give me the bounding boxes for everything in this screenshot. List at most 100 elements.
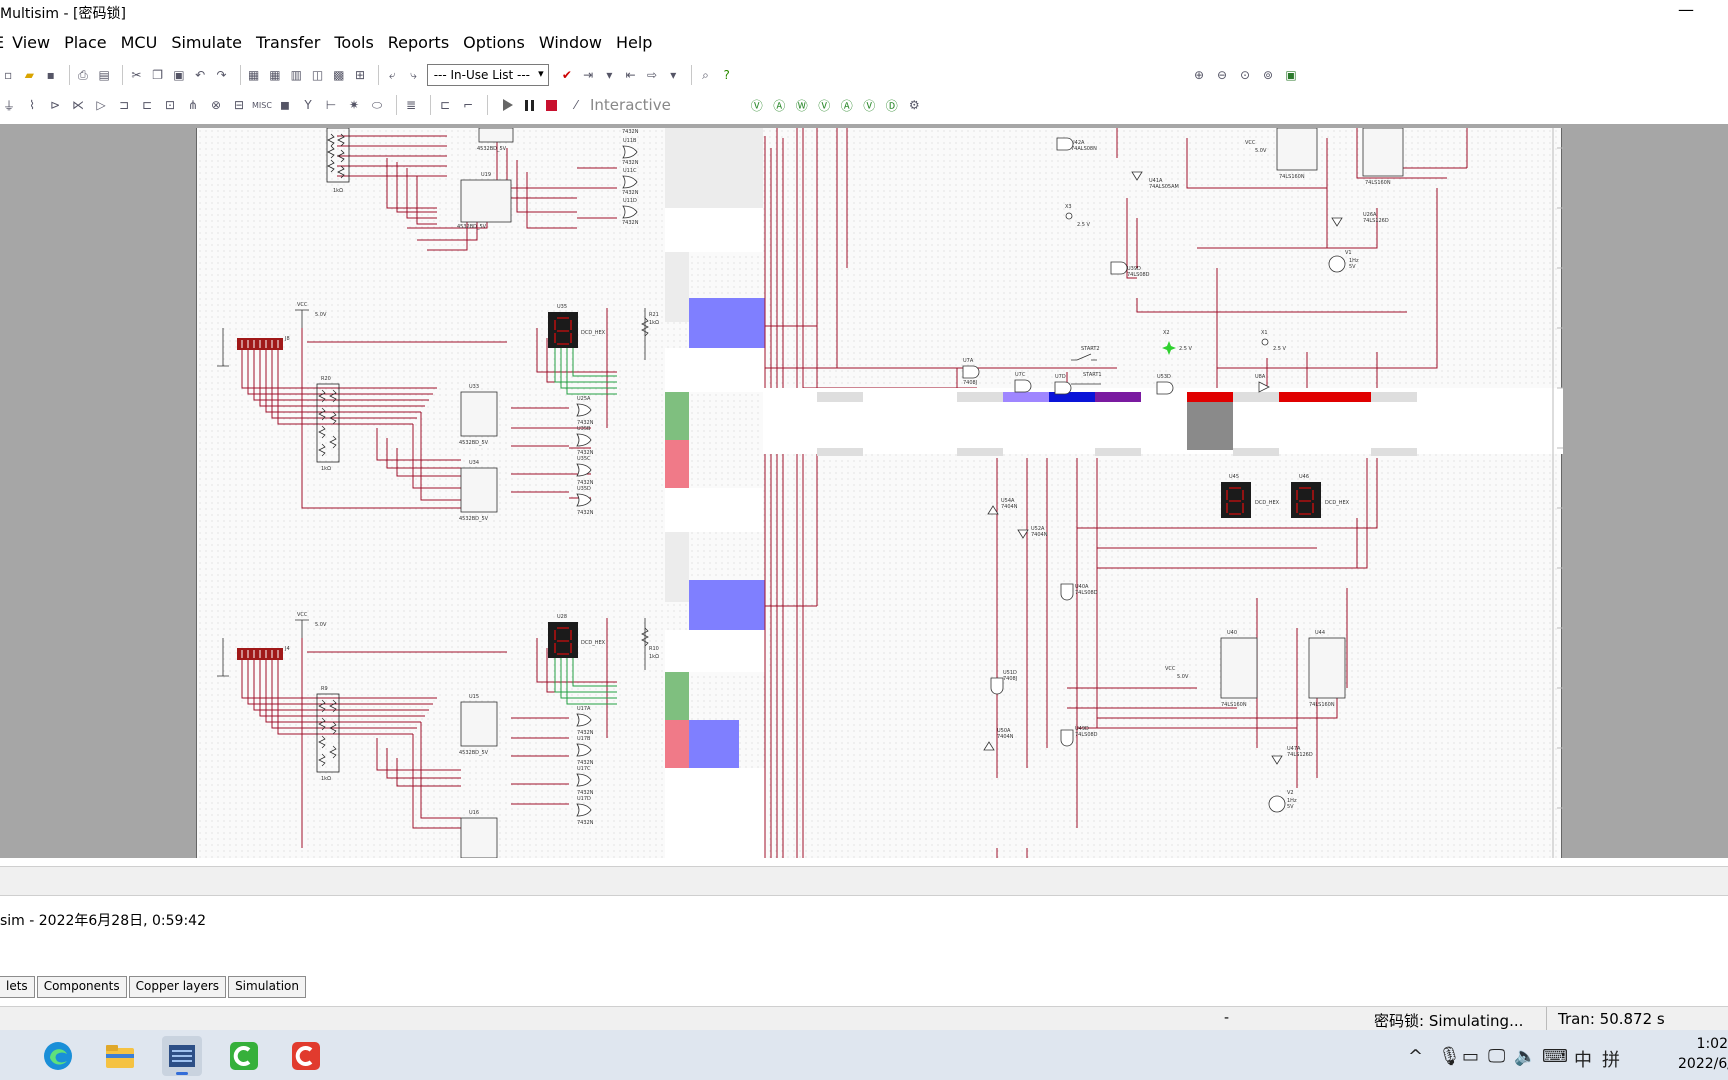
- differential-probe-icon[interactable]: Ⓥ: [818, 98, 831, 113]
- interactive-mode-label[interactable]: Interactive: [590, 96, 671, 114]
- system-clock[interactable]: 1:02 2022/6/: [1678, 1034, 1728, 1074]
- digital-probe-icon[interactable]: Ⓓ: [885, 98, 898, 113]
- ni-components-icon[interactable]: ✷: [348, 98, 360, 112]
- misc-icon[interactable]: MISC: [252, 100, 272, 110]
- green-wires-2: [554, 658, 617, 705]
- zoom-sheet-icon[interactable]: ⊚: [1262, 68, 1274, 82]
- erc-icon[interactable]: ✔: [561, 68, 572, 82]
- misc-digital-icon[interactable]: ⊡: [164, 98, 176, 112]
- menu-options[interactable]: Options: [463, 32, 525, 52]
- ime-language[interactable]: 中: [1574, 1050, 1592, 1071]
- full-screen-icon[interactable]: ▣: [1285, 68, 1297, 82]
- current-probe-icon[interactable]: Ⓐ: [840, 98, 853, 113]
- menu-mcu[interactable]: MCU: [120, 32, 158, 52]
- mcu-icon[interactable]: ⬭: [371, 97, 383, 112]
- menu-tools[interactable]: Tools: [334, 32, 374, 52]
- menu-reports[interactable]: Reports: [387, 32, 450, 52]
- postprocessor-icon[interactable]: ▩: [333, 68, 345, 82]
- tab-copper-layers[interactable]: Copper layers: [128, 976, 227, 998]
- stop-simulation-button[interactable]: [546, 99, 557, 111]
- cut-icon[interactable]: ✂: [131, 68, 142, 82]
- multisim-icon[interactable]: [162, 1036, 202, 1076]
- minimize-button[interactable]: —: [1678, 0, 1694, 19]
- menu-view[interactable]: View: [12, 32, 51, 52]
- open-icon[interactable]: ▰: [24, 68, 35, 82]
- back-annotate-icon[interactable]: ⤶: [388, 67, 396, 82]
- print-preview-icon[interactable]: ▤: [98, 68, 110, 82]
- analog-icon[interactable]: ▷: [96, 98, 106, 112]
- forward-ultiboard-icon[interactable]: ⇨: [646, 68, 657, 82]
- transistor-icon[interactable]: ⋉: [72, 98, 84, 112]
- paste-icon[interactable]: ▣: [173, 68, 185, 82]
- keyboard-icon[interactable]: ⌨: [1542, 1046, 1568, 1067]
- camtasia-red-icon[interactable]: [286, 1036, 326, 1076]
- tab-simulation[interactable]: Simulation: [228, 976, 306, 998]
- zoom-in-icon[interactable]: ⊕: [1193, 68, 1205, 82]
- camtasia-green-icon[interactable]: [224, 1036, 264, 1076]
- reference-probe-icon[interactable]: Ⓥ: [863, 98, 876, 113]
- gate-u40a: [1060, 583, 1074, 601]
- bus-icon[interactable]: ⊏: [439, 98, 451, 112]
- battery-icon[interactable]: ▭: [1462, 1046, 1480, 1067]
- component-wizard-icon[interactable]: ⊞: [355, 68, 366, 82]
- menu-window[interactable]: Window: [538, 32, 602, 52]
- diode-icon[interactable]: ⊳: [49, 98, 61, 112]
- basic-icon[interactable]: ⌇: [29, 98, 35, 112]
- schematic-sheet[interactable]: 1kΩ 4532BD_5V U19 4532BD_5V 7432N U11B 7…: [196, 128, 1563, 858]
- power-probe-icon[interactable]: Ⓦ: [795, 98, 808, 113]
- cmos-icon[interactable]: ⊏: [141, 98, 153, 112]
- volume-icon[interactable]: 🔈: [1514, 1046, 1537, 1067]
- mixed-icon[interactable]: ⋔: [187, 98, 199, 112]
- save-icon[interactable]: ▪: [46, 68, 55, 82]
- in-use-list-dropdown[interactable]: --- In-Use List --- ▾: [426, 64, 549, 86]
- run-simulation-button[interactable]: [503, 99, 513, 111]
- power-icon[interactable]: ⊟: [233, 98, 245, 112]
- ime-mode[interactable]: 拼: [1602, 1050, 1620, 1071]
- menu-edit[interactable]: E: [0, 33, 4, 52]
- advanced-peripherals-icon[interactable]: ◼: [280, 98, 290, 112]
- menu-simulate[interactable]: Simulate: [171, 32, 243, 52]
- dropdown-arrow-icon[interactable]: ▾: [606, 68, 613, 82]
- tab-components[interactable]: Components: [36, 976, 127, 998]
- database-manager-icon[interactable]: ▥: [290, 68, 302, 82]
- electromechanical-icon[interactable]: ⊢: [325, 98, 337, 112]
- ic-counter-top-2: [1362, 128, 1404, 177]
- grapher-icon[interactable]: ◫: [311, 68, 324, 82]
- copy-icon[interactable]: ❐: [152, 68, 164, 82]
- probe-settings-icon[interactable]: ⚙: [908, 98, 920, 112]
- spreadsheet-icon[interactable]: ▦: [269, 68, 281, 82]
- edge-icon[interactable]: [38, 1036, 78, 1076]
- design-toolbox-icon[interactable]: ▦: [248, 68, 260, 82]
- start-switches[interactable]: [1071, 353, 1101, 385]
- pause-simulation-button[interactable]: [525, 99, 534, 111]
- menu-transfer[interactable]: Transfer: [256, 32, 321, 52]
- voltage-probe-icon[interactable]: Ⓥ: [750, 98, 763, 113]
- wire-icon[interactable]: ⌐: [462, 98, 474, 112]
- show-hidden-icons-icon[interactable]: ^: [1408, 1046, 1424, 1067]
- ttl-icon[interactable]: ⊐: [118, 98, 130, 112]
- network-icon[interactable]: 🖵: [1488, 1046, 1506, 1067]
- forward-annotate-icon[interactable]: ⤷: [410, 67, 417, 82]
- tab-nets[interactable]: lets: [0, 976, 35, 998]
- backannotate-ultiboard-icon[interactable]: ⇤: [625, 68, 636, 82]
- redo-icon[interactable]: ↷: [216, 68, 227, 82]
- help-icon[interactable]: ?: [723, 68, 730, 82]
- new-icon[interactable]: ▫: [4, 68, 13, 82]
- microphone-icon[interactable]: 🎙: [1438, 1046, 1461, 1067]
- hierarchical-block-icon[interactable]: ≣: [405, 98, 417, 112]
- menu-help[interactable]: Help: [615, 32, 653, 52]
- find-examples-icon[interactable]: ⌕: [702, 67, 709, 82]
- rf-icon[interactable]: Y: [304, 98, 312, 112]
- dropdown-arrow-icon[interactable]: ▾: [670, 68, 677, 82]
- file-explorer-icon[interactable]: [100, 1036, 140, 1076]
- indicator-icon[interactable]: ⊗: [210, 98, 222, 112]
- source-icon[interactable]: ⏚: [2, 98, 15, 113]
- menu-place[interactable]: Place: [64, 32, 107, 52]
- transfer-ultiboard-icon[interactable]: ⇥: [583, 68, 594, 82]
- zoom-area-icon[interactable]: ⊙: [1239, 68, 1251, 82]
- print-icon[interactable]: ⎙: [78, 67, 88, 82]
- zoom-out-icon[interactable]: ⊖: [1216, 68, 1228, 82]
- undo-icon[interactable]: ↶: [195, 68, 206, 82]
- v1-freq: 1Hz: [1349, 258, 1359, 264]
- ammeter-probe-icon[interactable]: Ⓐ: [773, 98, 786, 113]
